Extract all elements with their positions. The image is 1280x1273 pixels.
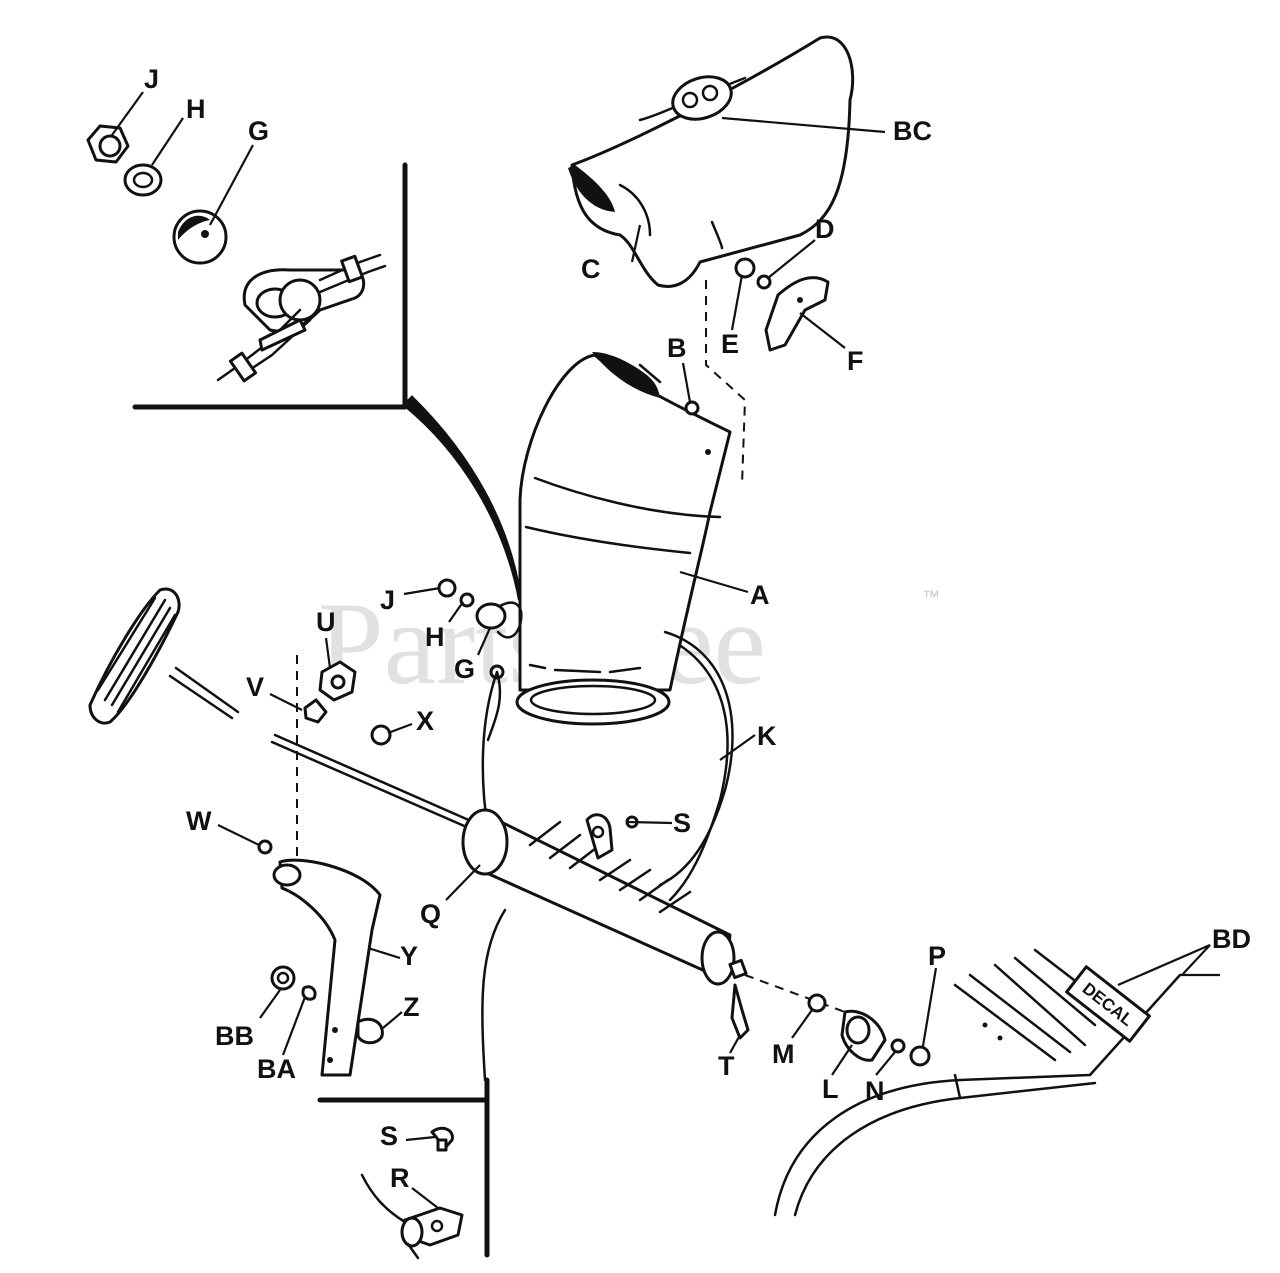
nut-j-mid [437, 578, 457, 598]
label-j-mid: J [380, 585, 395, 615]
label-j-top: J [144, 64, 159, 94]
label-v: V [246, 672, 264, 702]
label-bd: BD [1212, 924, 1251, 954]
watermark-trademark: ™ [922, 587, 940, 607]
chute-deflector [568, 35, 855, 288]
label-s-bottom: S [380, 1121, 398, 1151]
washer-h-top [123, 163, 163, 197]
nut-bb [270, 965, 296, 991]
label-m: M [772, 1039, 795, 1069]
leader-lines [111, 91, 1220, 1209]
alignment-line-deflector [705, 280, 747, 486]
nut-x [370, 724, 392, 746]
nut-n [890, 1038, 906, 1054]
label-k: K [757, 721, 777, 751]
bolt-z [356, 1017, 384, 1045]
label-h-top: H [186, 94, 206, 124]
washer-m [807, 993, 827, 1013]
discharge-chute [515, 352, 732, 726]
screw-d [756, 274, 772, 290]
screw-w [257, 839, 273, 855]
callout-labels: J H G BC C D E F B A J H G U V X K S W Q… [144, 64, 1251, 1193]
label-b: B [667, 333, 687, 363]
pin-t [730, 983, 750, 1040]
nut-j-top [86, 124, 130, 164]
nut-e [734, 257, 756, 279]
label-e: E [721, 329, 739, 359]
grommet-g-top [172, 209, 228, 265]
label-bc: BC [893, 116, 932, 146]
label-w: W [186, 806, 212, 836]
label-g-top: G [248, 116, 269, 146]
label-z: Z [403, 992, 420, 1022]
label-t: T [718, 1051, 735, 1081]
label-g-mid: G [454, 654, 475, 684]
label-ba: BA [257, 1054, 296, 1084]
label-d: D [815, 214, 835, 244]
inset-clip-assembly [216, 253, 387, 383]
clip-g-mid [475, 601, 523, 680]
label-bb: BB [215, 1021, 254, 1051]
label-s-mid: S [673, 808, 691, 838]
label-q: Q [420, 899, 441, 929]
washer-ba [301, 985, 317, 1001]
label-x: X [416, 706, 434, 736]
label-l: L [822, 1074, 839, 1104]
label-y: Y [400, 941, 418, 971]
crank-rod [270, 733, 482, 834]
label-f: F [847, 346, 864, 376]
gear-l [840, 1009, 887, 1062]
bushing-u [318, 660, 357, 702]
nut-p [909, 1045, 931, 1067]
label-c: C [581, 254, 601, 284]
inset-bracket-r [360, 1126, 464, 1260]
decal-panel: DECAL [953, 948, 1182, 1077]
label-h-mid: H [425, 622, 445, 652]
bracket-y [272, 858, 382, 1077]
washer-h-mid [459, 592, 475, 608]
bracket-f [764, 276, 830, 352]
label-r: R [390, 1163, 410, 1193]
label-p: P [928, 941, 946, 971]
label-n: N [865, 1076, 885, 1106]
label-u: U [316, 607, 336, 637]
spacer-v [303, 698, 328, 724]
crank-knob [88, 587, 240, 725]
label-a: A [750, 580, 770, 610]
worm-housing [461, 808, 748, 986]
alignment-line-gear [744, 974, 846, 1013]
